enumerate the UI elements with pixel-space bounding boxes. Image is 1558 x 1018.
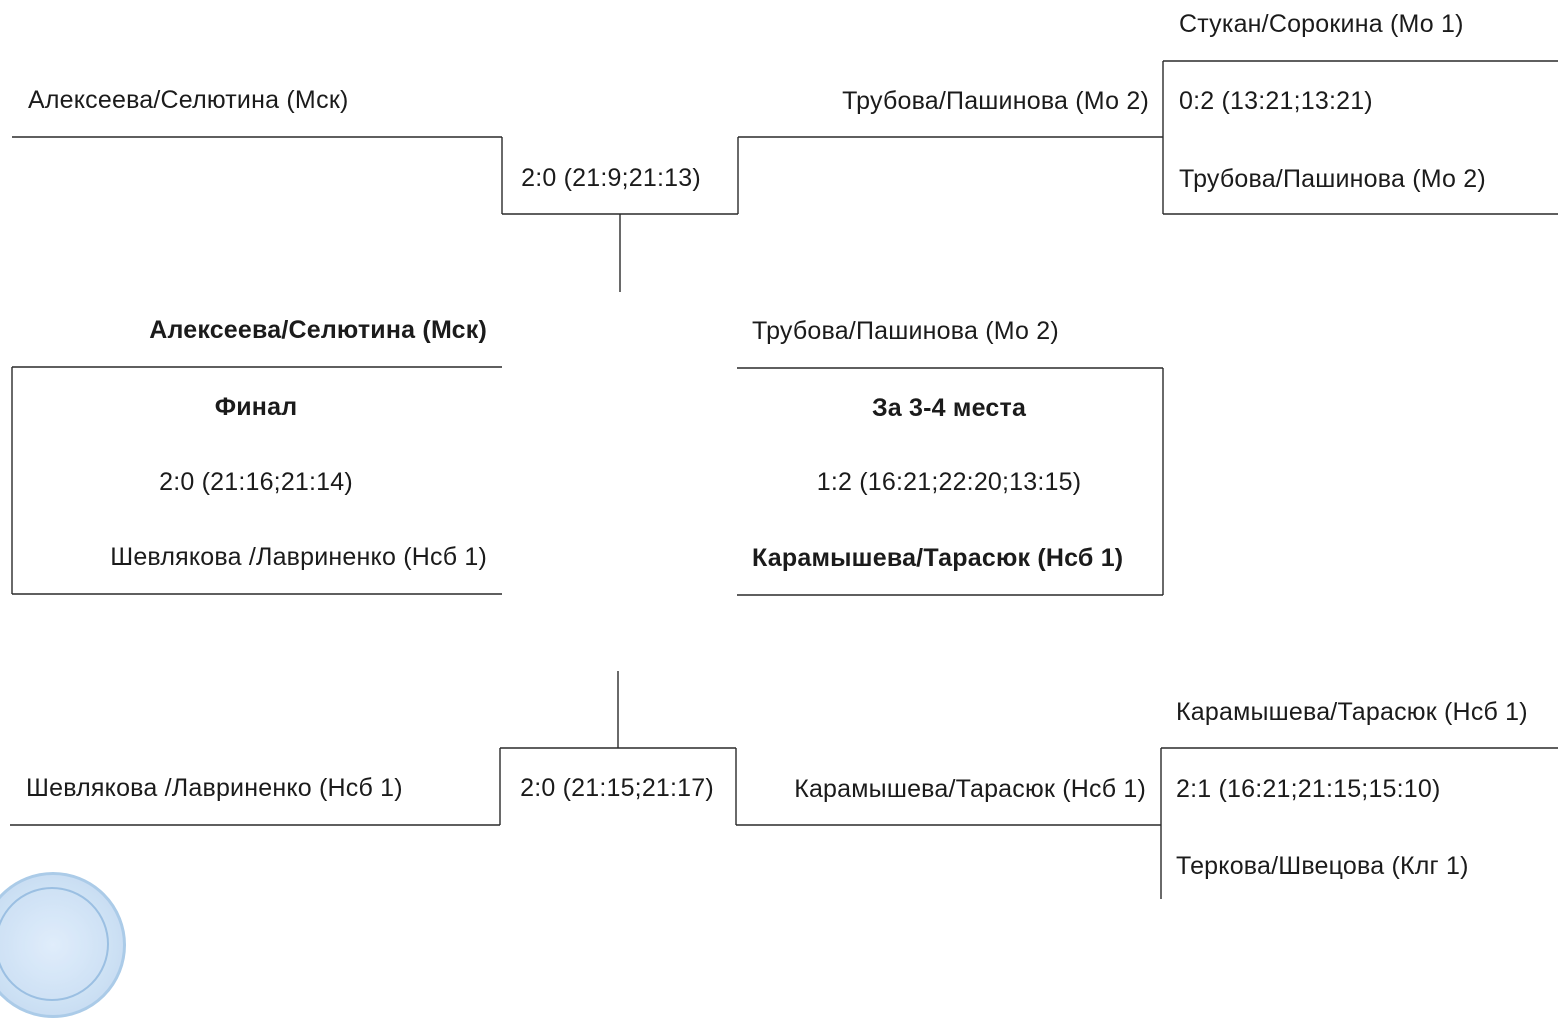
top-left-team: Алексеева/Селютина (Мск)	[28, 86, 349, 114]
final-title: Финал	[214, 393, 298, 421]
qf-bottom-upper-team: Карамышева/Тарасюк (Нсб 1)	[1176, 698, 1528, 726]
qf-top-score: 0:2 (13:21;13:21)	[1179, 87, 1373, 115]
qf-bottom-lower-team: Теркова/Швецова (Клг 1)	[1176, 852, 1469, 880]
bracket-lines	[10, 60, 1558, 899]
bottom-right-team: Карамышева/Тарасюк (Нсб 1)	[794, 775, 1146, 803]
seal-ring	[0, 887, 109, 1001]
third-lower-team: Карамышева/Тарасюк (Нсб 1)	[752, 544, 1124, 572]
third-upper-team: Трубова/Пашинова (Мо 2)	[752, 317, 1059, 345]
qf-bottom-score: 2:1 (16:21;21:15;15:10)	[1176, 775, 1441, 803]
top-right-team: Трубова/Пашинова (Мо 2)	[842, 87, 1149, 115]
qf-top-upper-team: Стукан/Сорокина (Мо 1)	[1179, 10, 1464, 38]
final-lower-team: Шевлякова /Лавриненко (Нсб 1)	[110, 543, 487, 571]
bottom-semi-score: 2:0 (21:15;21:17)	[520, 774, 714, 802]
final-score: 2:0 (21:16;21:14)	[159, 468, 353, 496]
final-upper-team: Алексеева/Селютина (Мск)	[149, 316, 487, 344]
third-score: 1:2 (16:21;22:20;13:15)	[816, 468, 1082, 496]
bottom-left-team: Шевлякова /Лавриненко (Нсб 1)	[26, 774, 403, 802]
top-semi-score: 2:0 (21:9;21:13)	[521, 164, 701, 192]
third-title: За 3-4 места	[871, 394, 1027, 422]
qf-top-lower-team: Трубова/Пашинова (Мо 2)	[1179, 165, 1486, 193]
